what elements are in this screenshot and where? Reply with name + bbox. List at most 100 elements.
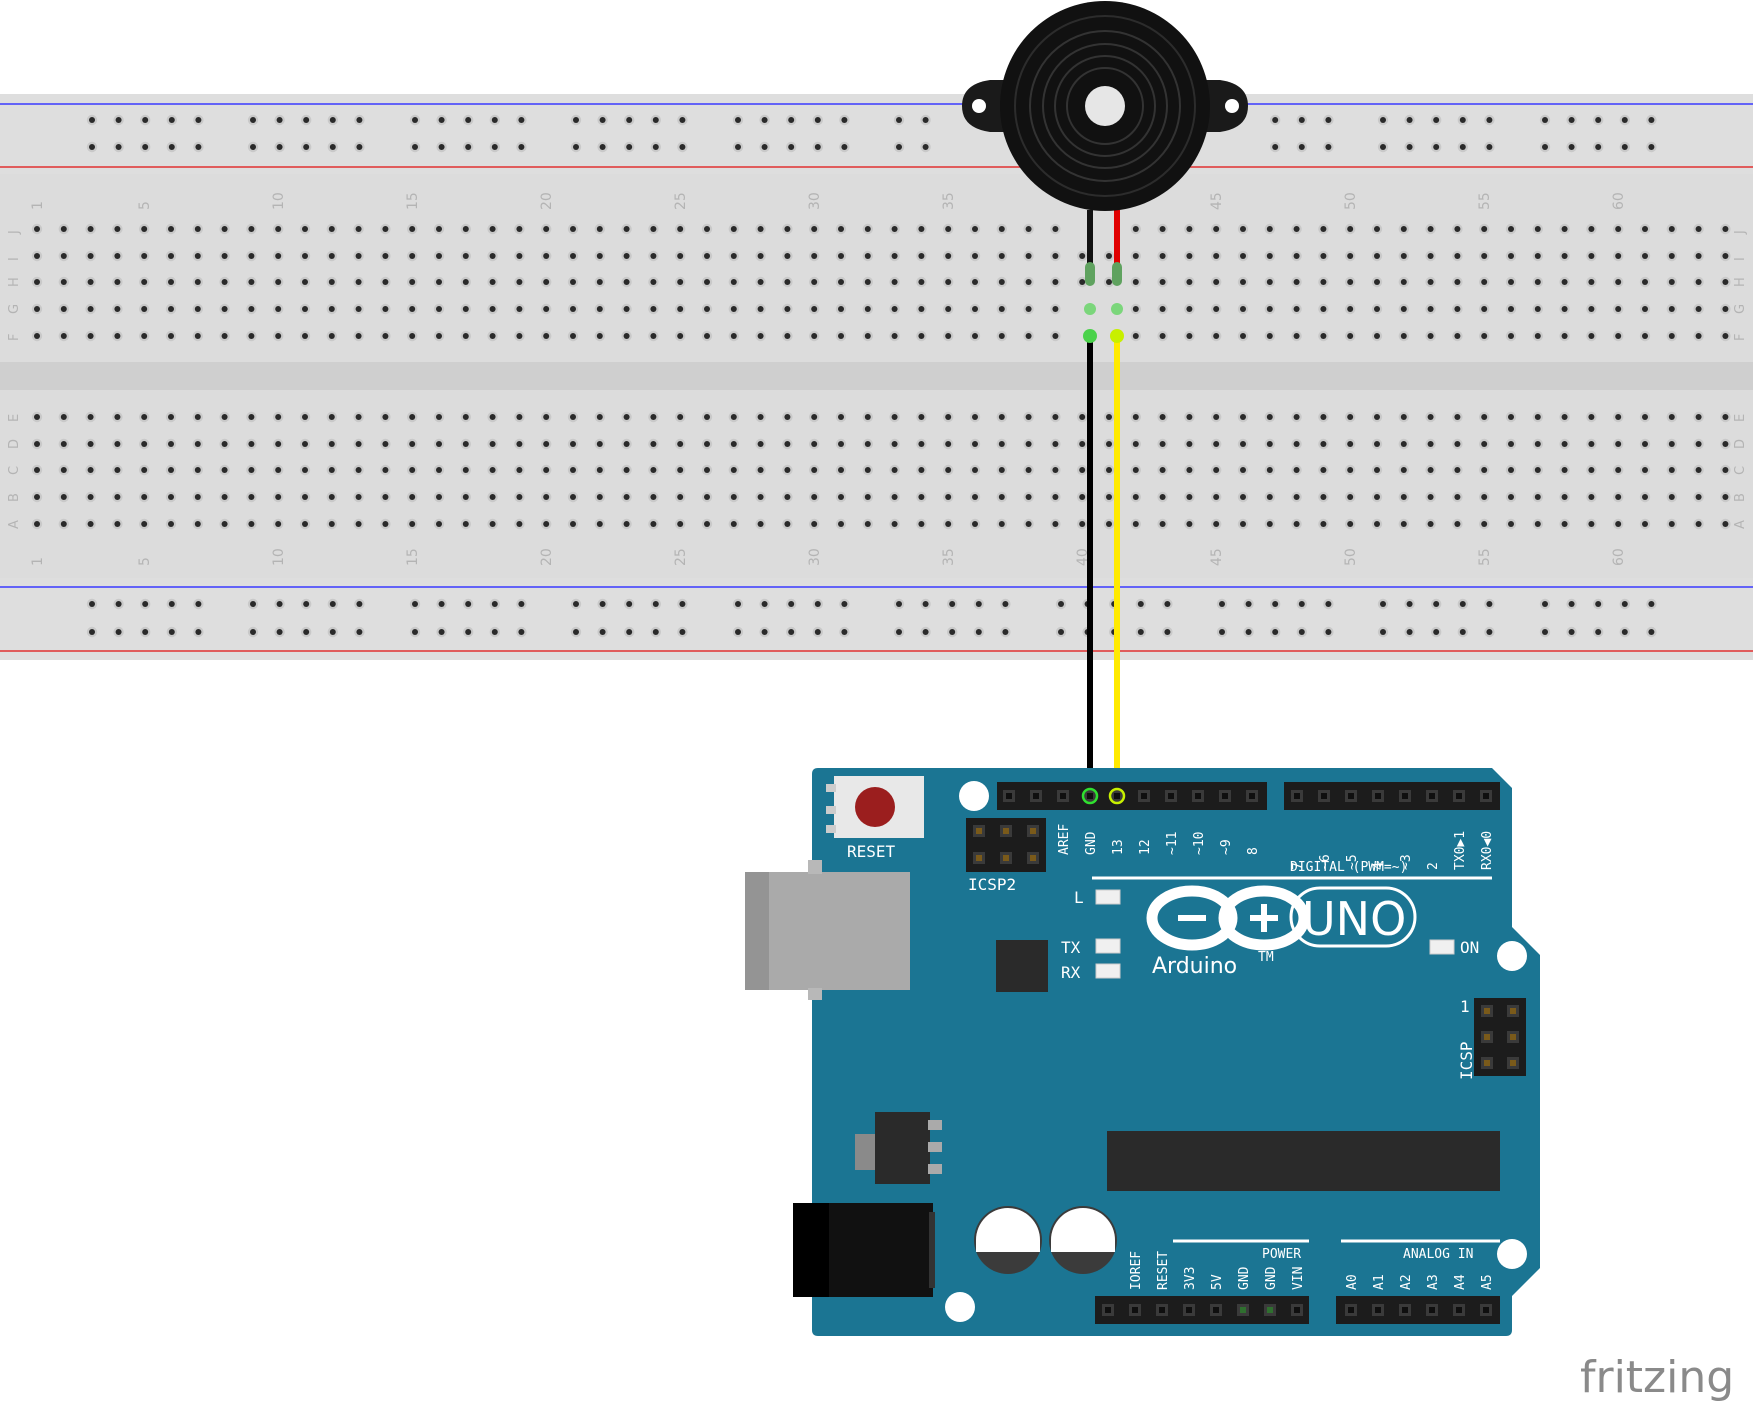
breadboard-hole-center bbox=[788, 117, 795, 123]
breadboard-hole-center bbox=[864, 494, 871, 500]
breadboard-hole-center bbox=[1588, 494, 1595, 500]
breadboard-hole-center bbox=[626, 629, 633, 635]
breadboard-hole-center bbox=[1722, 467, 1729, 473]
breadboard-hole-center bbox=[60, 279, 67, 285]
breadboard-hole-center bbox=[998, 279, 1005, 285]
breadboard-hole-center bbox=[1668, 279, 1675, 285]
breadboard-hole-center bbox=[1266, 521, 1273, 527]
breadboard-hole-center bbox=[784, 306, 791, 312]
reset-button[interactable] bbox=[826, 776, 924, 838]
breadboard-hole-center bbox=[1266, 333, 1273, 339]
breadboard-hole-center bbox=[168, 414, 174, 420]
breadboard-hole-center bbox=[730, 226, 737, 232]
breadboard-hole-center bbox=[1240, 494, 1246, 500]
breadboard-hole-center bbox=[276, 629, 283, 635]
digital-pin-label: 2 bbox=[1426, 862, 1441, 870]
breadboard-hole-center bbox=[355, 467, 362, 473]
breadboard-hole-center bbox=[1561, 306, 1568, 312]
breadboard-hole-center bbox=[248, 253, 255, 259]
breadboard-hole-center bbox=[1374, 441, 1380, 447]
breadboard-hole-center bbox=[382, 521, 389, 527]
breadboard-hole-center bbox=[570, 333, 576, 339]
breadboard-hole-center bbox=[972, 226, 978, 232]
breadboard-hole-center bbox=[114, 333, 121, 339]
breadboard-hole-center bbox=[1052, 441, 1059, 447]
breadboard-hole-center bbox=[1159, 333, 1166, 339]
breadboard-hole-center bbox=[998, 253, 1005, 259]
breadboard-hole-center bbox=[87, 226, 94, 232]
breadboard-hole-center bbox=[1433, 117, 1440, 123]
breadboard-hole-center bbox=[864, 333, 871, 339]
breadboard-hole-center bbox=[1406, 629, 1413, 635]
breadboard-hole-center bbox=[1542, 117, 1548, 123]
breadboard-hole-center bbox=[1642, 279, 1648, 285]
breadboard-hole-center bbox=[1293, 333, 1300, 339]
breadboard-hole-center bbox=[972, 279, 978, 285]
breadboard-hole-center bbox=[114, 441, 121, 447]
column-number-bottom: 20 bbox=[539, 548, 555, 566]
breadboard-hole-center bbox=[784, 521, 791, 527]
breadboard-hole-center bbox=[918, 279, 925, 285]
breadboard-hole-center bbox=[465, 117, 472, 123]
breadboard-hole-center bbox=[114, 279, 121, 285]
breadboard-hole-center bbox=[1642, 521, 1648, 527]
buzzer-lead-tip-right bbox=[1112, 262, 1122, 286]
breadboard-hole-center bbox=[945, 521, 952, 527]
breadboard-hole-center bbox=[516, 494, 523, 500]
breadboard-hole-center bbox=[1374, 333, 1380, 339]
breadboard-hole-center bbox=[465, 144, 472, 150]
breadboard-hole-center bbox=[918, 467, 925, 473]
breadboard-hole-center bbox=[168, 226, 174, 232]
header-pin-center bbox=[1429, 793, 1435, 799]
column-number-bottom: 10 bbox=[271, 548, 287, 566]
breadboard-hole-center bbox=[1374, 521, 1380, 527]
breadboard-hole-center bbox=[382, 253, 389, 259]
breadboard-hole-center bbox=[115, 144, 122, 150]
breadboard-hole-center bbox=[462, 467, 469, 473]
breadboard-hole-center bbox=[730, 521, 737, 527]
breadboard-hole-center bbox=[652, 144, 659, 150]
breadboard-hole-center bbox=[1240, 521, 1246, 527]
breadboard-hole-center bbox=[221, 494, 228, 500]
breadboard-hole-center bbox=[1427, 253, 1434, 259]
breadboard-hole-center bbox=[1561, 521, 1568, 527]
breadboard-hole-center bbox=[543, 333, 550, 339]
breadboard-hole-center bbox=[1668, 226, 1675, 232]
breadboard-hole-center bbox=[1025, 333, 1032, 339]
buzzer-sound-hole bbox=[1085, 86, 1125, 126]
breadboard-hole-center bbox=[1320, 333, 1327, 339]
breadboard-hole-center bbox=[491, 144, 498, 150]
breadboard-hole-center bbox=[1052, 253, 1059, 259]
breadboard-hole-center bbox=[1052, 467, 1059, 473]
breadboard-hole-center bbox=[356, 144, 363, 150]
breadboard-hole-center bbox=[60, 467, 67, 473]
breadboard-hole-center bbox=[761, 117, 768, 123]
breadboard-hole-center bbox=[489, 226, 496, 232]
analog-pin-label: A5 bbox=[1480, 1274, 1495, 1290]
header-pin-center bbox=[1186, 1307, 1192, 1313]
digital-pin-label: 4 bbox=[1372, 862, 1387, 870]
breadboard-hole-center bbox=[141, 306, 148, 312]
header-pin-center bbox=[1483, 793, 1489, 799]
header-pin-center bbox=[1003, 855, 1009, 861]
breadboard-hole-center bbox=[141, 521, 148, 527]
breadboard-hole-center bbox=[570, 253, 576, 259]
breadboard-hole-center bbox=[328, 467, 335, 473]
breadboard-hole-center bbox=[972, 521, 978, 527]
breadboard-hole-center bbox=[1213, 333, 1220, 339]
breadboard-hole-center bbox=[623, 226, 630, 232]
led-rx bbox=[1095, 963, 1121, 979]
breadboard-hole-center bbox=[1561, 333, 1568, 339]
breadboard-hole-center bbox=[248, 414, 255, 420]
breadboard-hole-center bbox=[677, 226, 684, 232]
breadboard-hole-center bbox=[784, 467, 791, 473]
breadboard-hole-center bbox=[1615, 521, 1622, 527]
breadboard-hole-center bbox=[275, 441, 282, 447]
digital-pin-label: ~3 bbox=[1399, 854, 1414, 870]
breadboard-hole-center bbox=[1002, 601, 1009, 607]
breadboard-hole-center bbox=[1374, 414, 1380, 420]
breadboard-hole-center bbox=[1245, 629, 1252, 635]
breadboard-hole-center bbox=[704, 414, 710, 420]
breadboard-hole-center bbox=[276, 144, 283, 150]
breadboard-hole-center bbox=[838, 467, 844, 473]
